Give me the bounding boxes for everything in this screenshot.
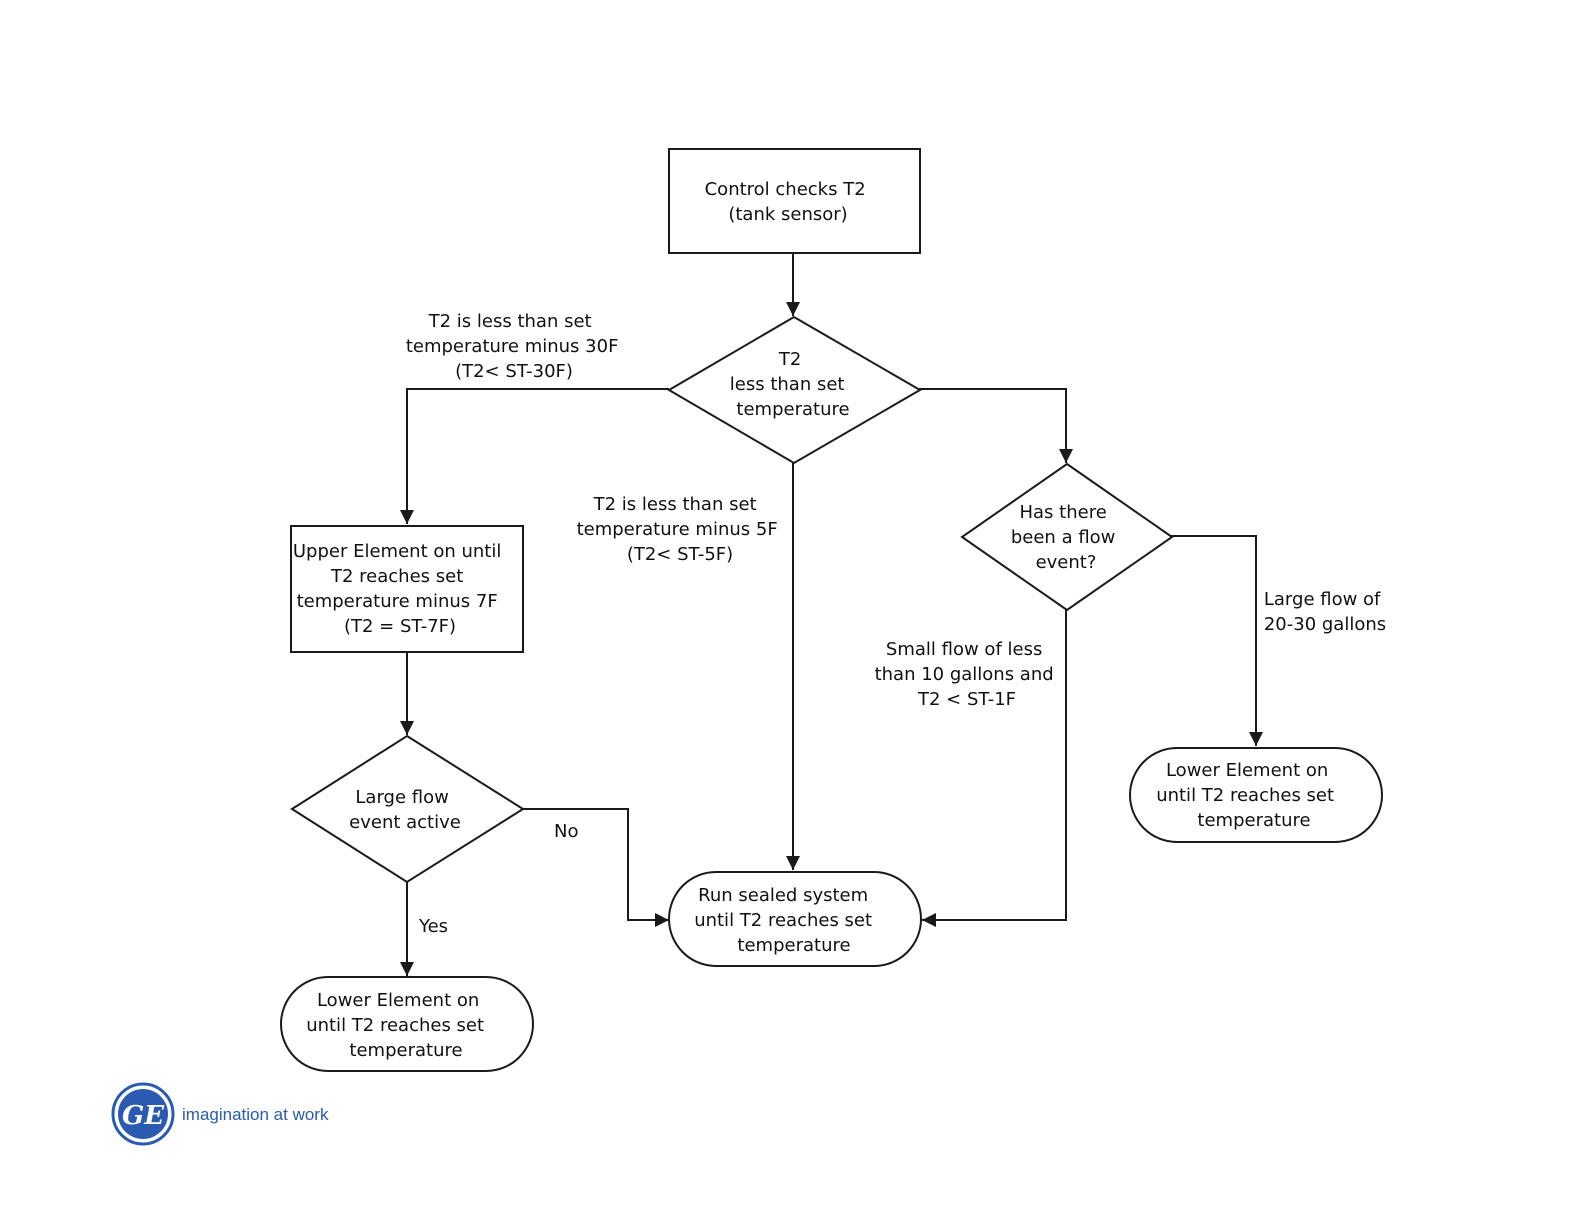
node-run-sealed bbox=[668, 871, 922, 967]
run-sealed-label: Run sealed system until T2 reaches set t… bbox=[694, 885, 878, 956]
label-minus-30: T2 is less than set temperature minus 30… bbox=[406, 311, 624, 382]
label-small-flow: Small flow of less than 10 gallons and T… bbox=[875, 639, 1060, 710]
t2-decision-label: T2 less than set temperature bbox=[730, 349, 850, 420]
node-large-flow-active bbox=[290, 734, 525, 884]
ge-logo-mark: GE bbox=[122, 1101, 165, 1131]
ge-logo-disc bbox=[118, 1089, 168, 1139]
edge-decision-to-upper-element bbox=[400, 388, 669, 524]
lower-element-left-label: Lower Element on until T2 reaches set te… bbox=[306, 990, 490, 1061]
node-lower-element-right bbox=[1129, 747, 1383, 843]
node-upper-element bbox=[290, 525, 524, 653]
node-control-checks bbox=[668, 148, 921, 254]
edges bbox=[400, 254, 1263, 976]
flow-event-label: Has there been a flow event? bbox=[1011, 502, 1121, 573]
upper-element-label: Upper Element on until T2 reaches set te… bbox=[293, 541, 507, 637]
node-lower-element-left bbox=[280, 976, 534, 1072]
edge-decision-to-flow-event bbox=[919, 388, 1073, 463]
node-flow-event bbox=[960, 462, 1174, 612]
label-no: No bbox=[554, 821, 578, 842]
label-yes: Yes bbox=[418, 916, 448, 937]
edge-flow-event-to-lower-right bbox=[1171, 535, 1263, 746]
shapes bbox=[280, 148, 1383, 1072]
node-labels: Control checks T2 (tank sensor) T2 less … bbox=[293, 179, 1340, 1061]
control-checks-label: Control checks T2 (tank sensor) bbox=[705, 179, 872, 225]
edge-labels: T2 is less than set temperature minus 30… bbox=[406, 311, 1386, 937]
node-t2-decision bbox=[667, 315, 922, 465]
ge-logo: GE imagination at work bbox=[111, 1082, 329, 1146]
label-minus-5: T2 is less than set temperature minus 5F… bbox=[577, 494, 784, 565]
ge-tagline: imagination at work bbox=[182, 1105, 329, 1124]
label-large-flow: Large flow of 20-30 gallons bbox=[1264, 589, 1386, 635]
edge-flow-event-to-run-sealed bbox=[922, 610, 1067, 927]
lower-element-right-label: Lower Element on until T2 reaches set te… bbox=[1156, 760, 1340, 831]
edge-large-flow-no bbox=[522, 808, 669, 927]
large-flow-active-label: Large flow event active bbox=[349, 787, 461, 833]
